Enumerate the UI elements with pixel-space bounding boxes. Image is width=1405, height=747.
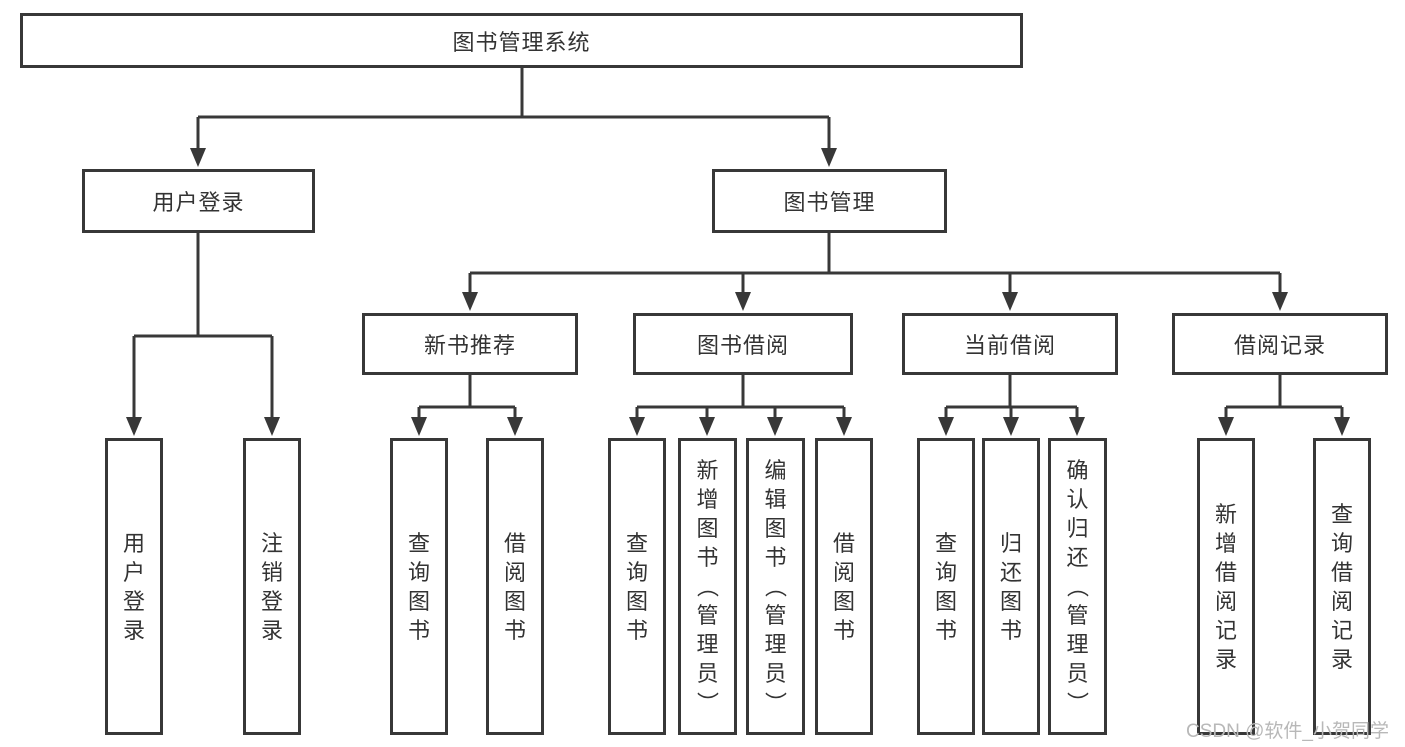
arrow-down-icon xyxy=(767,417,783,436)
arrowheads xyxy=(126,148,1350,436)
leaf-borrow-books-borrowing: 借阅图书 xyxy=(815,438,873,735)
arrow-down-icon xyxy=(1003,417,1019,436)
node-label: 借阅图书 xyxy=(832,530,855,643)
tree-branch-lines xyxy=(132,68,1344,420)
node-library-management-system: 图书管理系统 xyxy=(20,13,1023,68)
node-label: 图书管理系统 xyxy=(452,29,591,55)
arrow-down-icon xyxy=(462,292,478,311)
leaf-borrow-books-recommend: 借阅图书 xyxy=(486,438,544,735)
node-book-borrowing: 图书借阅 xyxy=(633,313,853,375)
node-label: 查询借阅记录 xyxy=(1330,501,1353,672)
arrow-down-icon xyxy=(190,148,206,167)
node-borrowing-records: 借阅记录 xyxy=(1172,313,1388,375)
node-label: 查询图书 xyxy=(407,530,430,643)
leaf-user-login: 用户登录 xyxy=(105,438,163,735)
node-book-management: 图书管理 xyxy=(712,169,947,233)
node-label: 用户登录 xyxy=(122,530,145,643)
arrow-down-icon xyxy=(821,148,837,167)
node-label: 新增图书（管理员） xyxy=(694,458,720,714)
node-label: 借阅图书 xyxy=(503,530,526,643)
node-label: 新增借阅记录 xyxy=(1214,501,1237,672)
arrow-down-icon xyxy=(1002,292,1018,311)
arrow-down-icon xyxy=(126,417,142,436)
node-label: 确认归还（管理员） xyxy=(1064,458,1090,714)
leaf-query-borrow-record: 查询借阅记录 xyxy=(1313,438,1371,735)
leaf-query-books-current: 查询图书 xyxy=(917,438,975,735)
arrow-down-icon xyxy=(735,292,751,311)
arrow-down-icon xyxy=(264,417,280,436)
node-label: 归还图书 xyxy=(999,530,1022,643)
leaf-edit-books-admin: 编辑图书（管理员） xyxy=(746,438,805,735)
csdn-watermark: CSDN @软件_小贺同学 xyxy=(1186,721,1389,742)
node-label: 编辑图书（管理员） xyxy=(762,458,788,714)
node-label: 注销登录 xyxy=(260,530,283,643)
leaf-confirm-return-admin: 确认归还（管理员） xyxy=(1048,438,1107,735)
leaf-query-books-borrowing: 查询图书 xyxy=(608,438,666,735)
leaf-add-books-admin: 新增图书（管理员） xyxy=(678,438,737,735)
node-label: 借阅记录 xyxy=(1233,333,1326,358)
arrow-down-icon xyxy=(411,417,427,436)
node-user-login: 用户登录 xyxy=(82,169,315,233)
leaf-return-books: 归还图书 xyxy=(982,438,1040,735)
node-label: 图书管理 xyxy=(783,190,876,215)
leaf-add-borrow-record: 新增借阅记录 xyxy=(1197,438,1255,735)
arrow-down-icon xyxy=(699,417,715,436)
arrow-down-icon xyxy=(1334,417,1350,436)
node-label: 查询图书 xyxy=(934,530,957,643)
arrow-down-icon xyxy=(1218,417,1234,436)
arrow-down-icon xyxy=(629,417,645,436)
node-current-borrowing: 当前借阅 xyxy=(902,313,1118,375)
node-label: 图书借阅 xyxy=(696,333,789,358)
node-label: 用户登录 xyxy=(152,190,245,215)
arrow-down-icon xyxy=(938,417,954,436)
arrow-down-icon xyxy=(836,417,852,436)
arrow-down-icon xyxy=(507,417,523,436)
node-label: 新书推荐 xyxy=(423,333,516,358)
leaf-logout: 注销登录 xyxy=(243,438,301,735)
node-label: 查询图书 xyxy=(625,530,648,643)
node-new-book-recommendation: 新书推荐 xyxy=(362,313,578,375)
leaf-query-books-recommend: 查询图书 xyxy=(390,438,448,735)
node-label: 当前借阅 xyxy=(963,333,1056,358)
arrow-down-icon xyxy=(1272,292,1288,311)
arrow-down-icon xyxy=(1069,417,1085,436)
